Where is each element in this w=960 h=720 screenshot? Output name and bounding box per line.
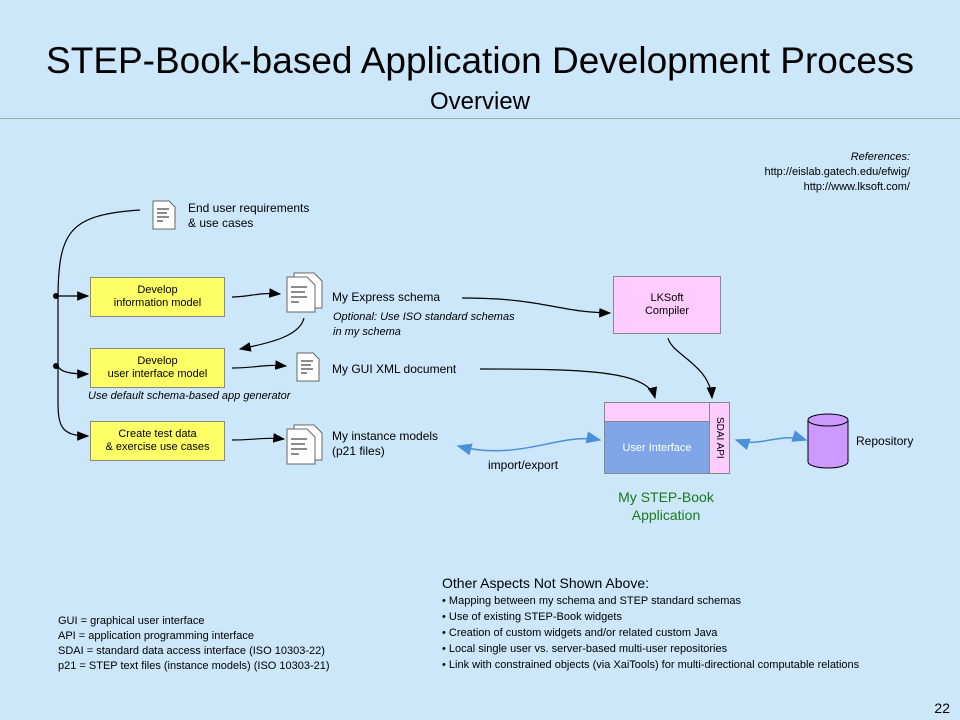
repository-cylinder-icon[interactable] bbox=[806, 412, 850, 470]
page-title: STEP-Book-based Application Development … bbox=[46, 40, 914, 81]
user-interface-box[interactable]: User Interface bbox=[605, 422, 709, 473]
glossary-item: GUI = graphical user interface bbox=[58, 615, 205, 627]
app-header-strip bbox=[605, 403, 709, 422]
sdai-api-label: SDAI API bbox=[714, 417, 725, 459]
reference-link[interactable]: http://www.lksoft.com/ bbox=[803, 181, 910, 193]
reference-link[interactable]: http://eislab.gatech.edu/efwig/ bbox=[764, 166, 910, 178]
other-aspects-heading: Other Aspects Not Shown Above: bbox=[442, 575, 650, 591]
references-heading: References: bbox=[850, 151, 910, 163]
page-subtitle: Overview bbox=[429, 88, 531, 115]
repository-label: Repository bbox=[856, 434, 914, 448]
glossary: GUI = graphical user interface API = app… bbox=[58, 614, 330, 674]
list-item: Creation of custom widgets and/or relate… bbox=[442, 625, 859, 641]
document-icon bbox=[152, 200, 176, 230]
step-book-application-box: User Interface SDAI API bbox=[604, 402, 730, 474]
documents-icon bbox=[286, 272, 323, 313]
list-item: Mapping between my schema and STEP stand… bbox=[442, 593, 859, 609]
end-user-requirements-label: End user requirements & use cases bbox=[188, 201, 310, 230]
document-icon bbox=[296, 352, 320, 382]
title-divider bbox=[0, 118, 960, 119]
other-aspects-section: Other Aspects Not Shown Above: Mapping b… bbox=[442, 573, 859, 673]
glossary-item: API = application programming interface bbox=[58, 630, 254, 642]
create-test-data-box[interactable]: Create test data& exercise use cases bbox=[90, 421, 225, 461]
sdai-api-strip: SDAI API bbox=[709, 403, 729, 473]
other-aspects-list: Mapping between my schema and STEP stand… bbox=[442, 593, 859, 673]
documents-icon bbox=[286, 424, 323, 465]
import-export-label: import/export bbox=[488, 458, 559, 472]
express-schema-label: My Express schema bbox=[332, 290, 441, 304]
page-number: 22 bbox=[934, 700, 950, 716]
references: References: http://eislab.gatech.edu/efw… bbox=[764, 150, 910, 195]
glossary-item: p21 = STEP text files (instance models) … bbox=[58, 660, 330, 672]
default-generator-note: Use default schema-based app generator bbox=[88, 390, 291, 402]
app-label: My STEP-Book Application bbox=[618, 489, 714, 523]
list-item: Local single user vs. server-based multi… bbox=[442, 641, 859, 657]
list-item: Use of existing STEP-Book widgets bbox=[442, 609, 859, 625]
glossary-item: SDAI = standard data access interface (I… bbox=[58, 645, 325, 657]
optional-iso-note: Optional: Use ISO standard schemas in my… bbox=[333, 311, 515, 338]
instance-models-label: My instance models (p21 files) bbox=[332, 429, 439, 458]
gui-xml-label: My GUI XML document bbox=[332, 362, 457, 376]
list-item: Link with constrained objects (via XaiTo… bbox=[442, 657, 859, 673]
